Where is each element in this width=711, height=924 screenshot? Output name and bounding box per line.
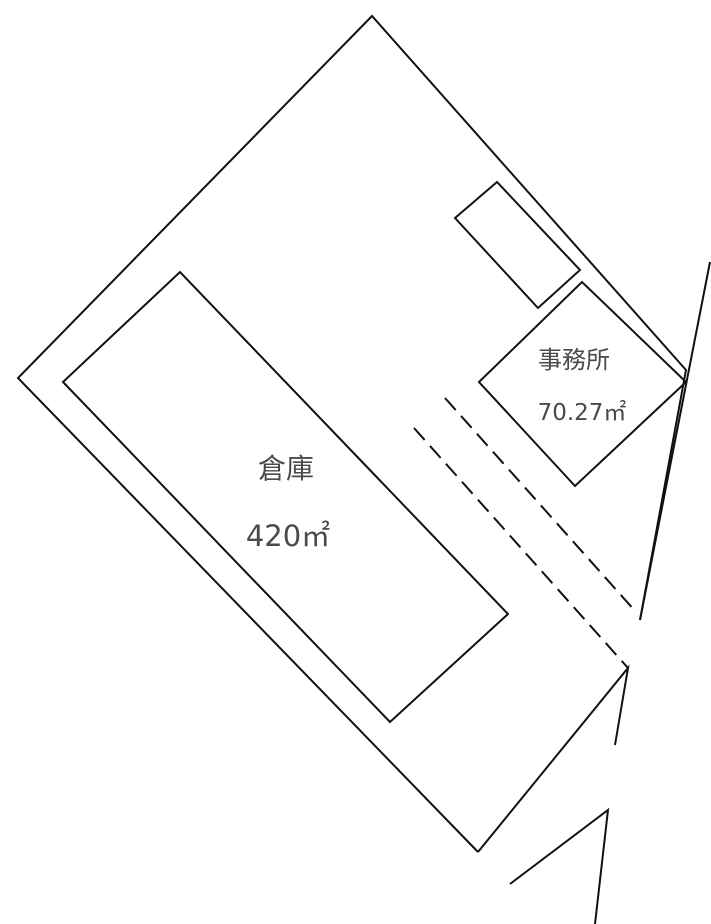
driveway-dashed-line-upper: [444, 397, 637, 613]
road-edge-right: [639, 261, 711, 621]
office-area-label: 70.27㎡: [538, 400, 627, 426]
warehouse-area-label: 420㎡: [246, 519, 330, 553]
warehouse-name-label: 倉庫: [258, 452, 314, 485]
office-name-label: 事務所: [538, 346, 610, 374]
road-edge-bottom: [509, 807, 610, 924]
warehouse-building: [61, 270, 510, 724]
office-building: [477, 280, 688, 488]
shed-building: [453, 180, 582, 310]
site-boundary: [16, 14, 688, 853]
driveway-dashed-line-lower: [413, 427, 629, 669]
